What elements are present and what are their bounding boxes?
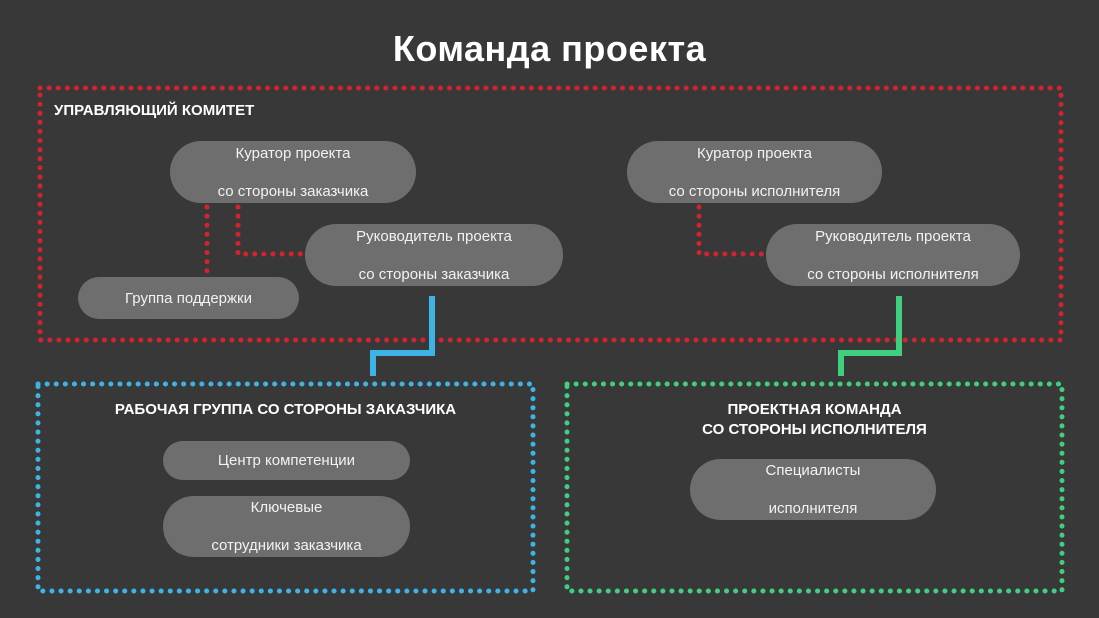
client-manager-line1: Руководитель проекта bbox=[356, 227, 512, 245]
support-group-node: Группа поддержки bbox=[78, 277, 299, 319]
connector-curator-manager-client bbox=[235, 204, 305, 257]
client-curator-line1: Куратор проекта bbox=[235, 144, 351, 162]
contractor-group-label-line1: ПРОЕКТНАЯ КОМАНДА bbox=[727, 401, 902, 418]
client-group-label: РАБОЧАЯ ГРУППА СО СТОРОНЫ ЗАКАЗЧИКА bbox=[114, 401, 457, 418]
client-manager-line2: со стороны заказчика bbox=[358, 265, 510, 283]
specialists-line1: Специалисты bbox=[765, 462, 861, 479]
contractor-curator-node: Куратор проекта со стороны исполнителя bbox=[627, 141, 882, 203]
client-curator-node: Куратор проекта со стороны заказчика bbox=[170, 141, 416, 203]
competence-center-node: Центр компетенции bbox=[163, 441, 410, 480]
contractor-manager-line2: со стороны исполнителя bbox=[807, 265, 979, 283]
contractor-group-frame bbox=[564, 381, 1065, 594]
page-title: Команда проекта bbox=[392, 28, 707, 69]
contractor-curator-line1: Куратор проекта bbox=[697, 144, 812, 162]
key-employees-line1: Ключевые bbox=[250, 499, 323, 516]
contractor-group-label-line2: СО СТОРОНЫ ИСПОЛНИТЕЛЯ bbox=[702, 421, 927, 438]
key-employees-node: Ключевые сотрудники заказчика bbox=[163, 496, 410, 557]
contractor-manager-node: Руководитель проекта со стороны исполнит… bbox=[766, 224, 1020, 286]
key-employees-line2: сотрудники заказчика bbox=[211, 537, 362, 554]
connector-curator-manager-contractor bbox=[696, 204, 767, 257]
client-manager-node: Руководитель проекта со стороны заказчик… bbox=[305, 224, 563, 286]
contractor-group-label: ПРОЕКТНАЯ КОМАНДА СО СТОРОНЫ ИСПОЛНИТЕЛЯ bbox=[567, 400, 1062, 440]
specialists-node: Специалисты исполнителя bbox=[690, 459, 936, 520]
contractor-manager-line1: Руководитель проекта bbox=[815, 227, 971, 245]
specialists-line2: исполнителя bbox=[768, 500, 858, 517]
client-group-frame bbox=[35, 381, 536, 594]
connector-contractor-manager-to-group bbox=[838, 296, 902, 376]
support-group-label: Группа поддержки bbox=[124, 289, 252, 307]
client-curator-line2: со стороны заказчика bbox=[217, 182, 369, 200]
competence-center-label: Центр компетенции bbox=[217, 452, 356, 469]
connector-client-manager-to-group bbox=[370, 296, 435, 376]
contractor-curator-line2: со стороны исполнителя bbox=[668, 182, 841, 200]
steering-committee-label: УПРАВЛЯЮЩИЙ КОМИТЕТ bbox=[54, 102, 255, 119]
steering-committee-frame bbox=[37, 85, 1064, 343]
